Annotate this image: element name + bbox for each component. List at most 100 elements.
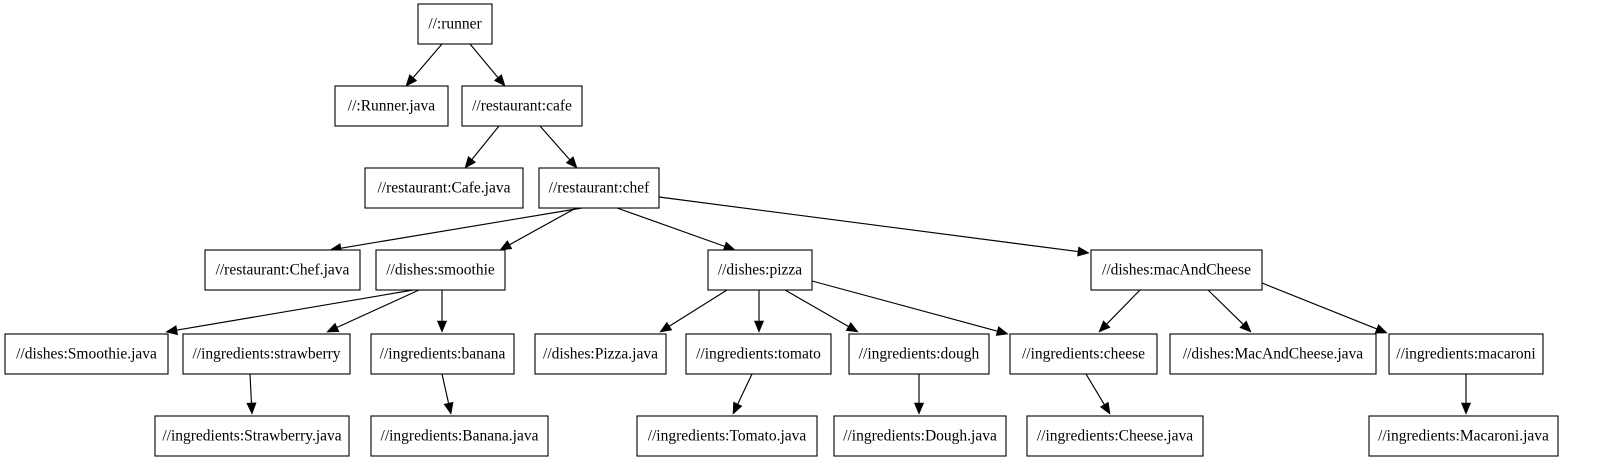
graph-edge <box>499 207 577 251</box>
graph-node-runner_java[interactable]: //:Runner.java <box>334 85 449 127</box>
node-box[interactable] <box>370 333 515 375</box>
node-box[interactable] <box>636 415 818 457</box>
node-label: //dishes:macAndCheese <box>1102 262 1251 279</box>
edge-line <box>441 373 450 406</box>
node-box[interactable] <box>417 3 493 45</box>
graph-node-ing_dough[interactable]: //ingredients:dough <box>848 333 990 375</box>
node-label: //dishes:Smoothie.java <box>16 346 157 363</box>
node-label: //:Runner.java <box>348 98 436 115</box>
nodes-layer: //:runner //:Runner.java //restaurant:cafe… <box>4 3 1559 457</box>
node-box[interactable] <box>4 333 169 375</box>
graph-edge <box>1460 374 1472 415</box>
edge-line <box>658 196 1081 253</box>
node-box[interactable] <box>1090 249 1263 291</box>
node-box[interactable] <box>182 333 351 375</box>
node-box[interactable] <box>1026 415 1204 457</box>
graph-edge <box>811 280 1009 336</box>
edge-line <box>174 289 414 332</box>
edge-line <box>1207 289 1245 327</box>
graph-edge <box>658 196 1090 257</box>
graph-node-ing_strawberry[interactable]: //ingredients:strawberry <box>182 333 351 375</box>
graph-edge <box>616 207 736 251</box>
node-box[interactable] <box>154 415 350 457</box>
graph-node-restaurant_cafe[interactable]: //restaurant:cafe <box>461 85 583 127</box>
edge-line <box>1104 289 1141 326</box>
node-label: //restaurant:Cafe.java <box>378 180 511 197</box>
node-label: //ingredients:Macaroni.java <box>1378 428 1549 445</box>
node-box[interactable] <box>707 249 813 291</box>
graph-node-restaurant_chef[interactable]: //restaurant:chef <box>538 167 660 209</box>
graph-node-macaroni_java[interactable]: //ingredients:Macaroni.java <box>1368 415 1559 457</box>
node-label: //ingredients:Strawberry.java <box>162 428 341 445</box>
node-label: //ingredients:Banana.java <box>381 428 539 445</box>
graph-edge <box>732 373 753 415</box>
graph-node-strawberry_java[interactable]: //ingredients:Strawberry.java <box>154 415 350 457</box>
graph-node-cheese_java[interactable]: //ingredients:Cheese.java <box>1026 415 1204 457</box>
edge-arrowhead <box>913 402 925 415</box>
graph-edge <box>165 289 414 336</box>
node-box[interactable] <box>364 167 524 209</box>
node-box[interactable] <box>685 333 832 375</box>
node-box[interactable] <box>204 249 361 291</box>
graph-node-runner[interactable]: //:runner <box>417 3 493 45</box>
node-label: //restaurant:cafe <box>472 98 572 115</box>
edge-arrowhead <box>753 320 765 333</box>
graph-node-cafe_java[interactable]: //restaurant:Cafe.java <box>364 167 524 209</box>
edge-arrowhead <box>732 401 743 415</box>
node-box[interactable] <box>1169 333 1377 375</box>
graph-edge <box>1261 282 1388 334</box>
node-box[interactable] <box>461 85 583 127</box>
graph-node-dishes_macandchee[interactable]: //dishes:macAndCheese <box>1090 249 1263 291</box>
node-box[interactable] <box>848 333 990 375</box>
graph-node-dishes_smoothie[interactable]: //dishes:smoothie <box>375 249 506 291</box>
edge-arrowhead <box>659 321 673 333</box>
node-label: //dishes:MacAndCheese.java <box>1183 346 1363 363</box>
edge-arrowhead <box>1098 320 1111 333</box>
graph-edge <box>1085 373 1111 415</box>
node-box[interactable] <box>375 249 506 291</box>
graph-node-ing_banana[interactable]: //ingredients:banana <box>370 333 515 375</box>
node-box[interactable] <box>1368 415 1559 457</box>
graph-node-ing_cheese[interactable]: //ingredients:cheese <box>1009 333 1158 375</box>
graph-node-pizza_java[interactable]: //dishes:Pizza.java <box>534 333 667 375</box>
node-label: //ingredients:strawberry <box>192 346 340 363</box>
edge-line <box>411 43 443 80</box>
edge-arrowhead <box>1077 246 1090 257</box>
node-label: //:runner <box>428 16 482 33</box>
graph-node-dishes_pizza[interactable]: //dishes:pizza <box>707 249 813 291</box>
node-box[interactable] <box>833 415 1007 457</box>
node-box[interactable] <box>334 85 449 127</box>
edge-arrowhead <box>1460 402 1472 415</box>
edge-arrowhead <box>493 74 506 87</box>
edge-arrowhead <box>1374 324 1388 334</box>
edge-line <box>249 373 253 406</box>
graph-node-ing_tomato[interactable]: //ingredients:tomato <box>685 333 832 375</box>
graph-edge <box>1098 289 1141 333</box>
edge-arrowhead <box>436 320 448 333</box>
graph-node-macandcheese_java[interactable]: //dishes:MacAndCheese.java <box>1169 333 1377 375</box>
edge-line <box>736 373 753 407</box>
graph-node-ing_macaroni[interactable]: //ingredients:macaroni <box>1388 333 1544 375</box>
edge-arrowhead <box>165 325 178 336</box>
node-label: //ingredients:dough <box>859 346 980 363</box>
node-box[interactable] <box>538 167 660 209</box>
graph-edge <box>1207 289 1252 333</box>
edge-arrowhead <box>565 156 578 169</box>
graph-node-banana_java[interactable]: //ingredients:Banana.java <box>370 415 549 457</box>
graph-edge <box>753 290 765 333</box>
node-box[interactable] <box>370 415 549 457</box>
graph-node-chef_java[interactable]: //restaurant:Chef.java <box>204 249 361 291</box>
node-box[interactable] <box>534 333 667 375</box>
edge-arrowhead <box>326 322 340 333</box>
graph-node-tomato_java[interactable]: //ingredients:Tomato.java <box>636 415 818 457</box>
node-label: //dishes:smoothie <box>386 262 495 279</box>
edge-arrowhead <box>1099 401 1111 415</box>
node-label: //ingredients:macaroni <box>1396 346 1536 363</box>
edge-arrowhead <box>995 326 1009 336</box>
node-box[interactable] <box>1388 333 1544 375</box>
graph-edge <box>464 125 500 169</box>
graph-node-smoothie_java[interactable]: //dishes:Smoothie.java <box>4 333 169 375</box>
node-box[interactable] <box>1009 333 1158 375</box>
graph-node-dough_java[interactable]: //ingredients:Dough.java <box>833 415 1007 457</box>
